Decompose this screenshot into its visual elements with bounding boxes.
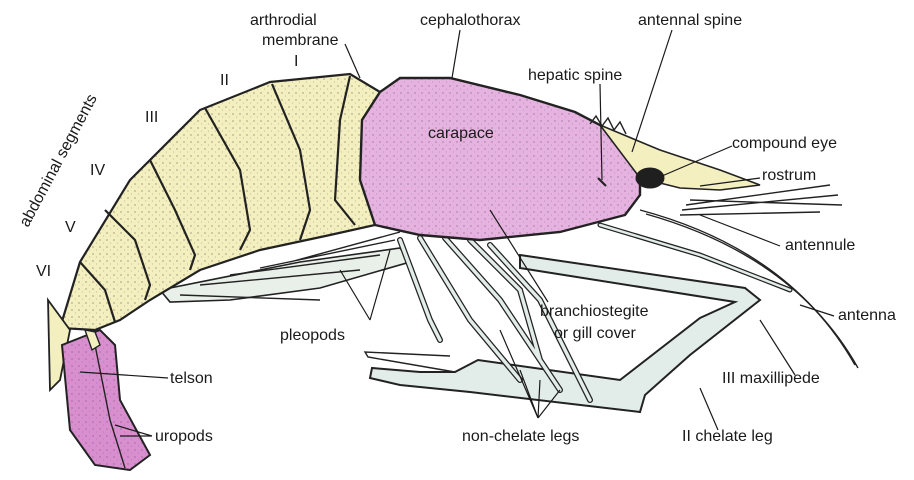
label-hepatic-spine: hepatic spine [528, 67, 622, 84]
label-segment-II: II [220, 72, 229, 89]
label-non-chelate-legs: non-chelate legs [462, 428, 579, 445]
label-uropods: uropods [155, 428, 213, 445]
label-telson: telson [170, 370, 213, 387]
label-segment-III: III [145, 109, 158, 126]
label-cephalothorax: cephalothorax [420, 12, 521, 29]
label-branchiostegite: branchiostegite [540, 303, 649, 320]
label-carapace: carapace [428, 125, 494, 142]
label-rostrum: rostrum [762, 167, 816, 184]
label-compound-eye: compound eye [732, 135, 837, 152]
cephalothorax [360, 78, 760, 240]
label-antennule: antennule [785, 237, 855, 254]
label-maxillipede: III maxillipede [722, 370, 820, 387]
label-arthrodial: arthrodial [250, 12, 317, 29]
label-abdominal-segments: abdominal segments [17, 92, 101, 230]
label-antenna: antenna [838, 307, 896, 324]
label-gill-cover: or gill cover [554, 325, 636, 342]
label-antennal-spine: antennal spine [638, 12, 742, 29]
label-segment-V: V [65, 219, 76, 236]
tail-fan [62, 330, 150, 470]
compound-eye-shape [636, 168, 664, 188]
label-membrane: membrane [262, 32, 339, 49]
label-segment-VI: VI [36, 263, 51, 280]
label-segment-IV: IV [90, 162, 105, 179]
label-segment-I: I [294, 53, 298, 70]
label-pleopods: pleopods [280, 327, 345, 344]
label-chelate-leg: II chelate leg [682, 428, 773, 445]
